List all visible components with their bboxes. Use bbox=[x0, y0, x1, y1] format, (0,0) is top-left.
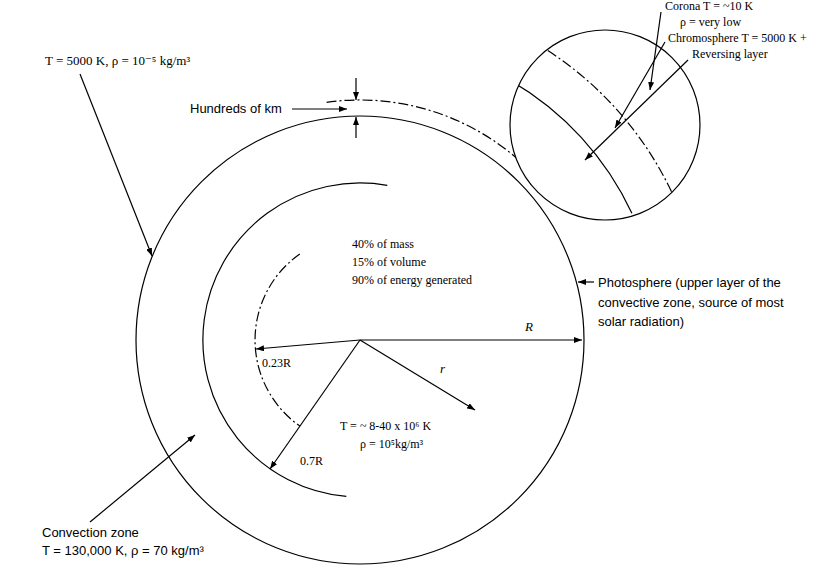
dimension-arrow bbox=[355, 78, 356, 100]
corona-boundary bbox=[533, 41, 673, 194]
zoom-circle bbox=[510, 30, 700, 220]
leader-line bbox=[90, 435, 195, 522]
core-label: 40% of mass bbox=[352, 238, 414, 252]
dimension-label: Hundreds of km bbox=[190, 102, 282, 117]
leader-line bbox=[80, 74, 152, 256]
radius-line bbox=[360, 340, 475, 410]
leader-line bbox=[292, 108, 347, 109]
leader-line bbox=[578, 281, 594, 282]
leader-line bbox=[585, 60, 688, 160]
sun-surface bbox=[136, 116, 584, 564]
photosphere-label: Photosphere (upper layer of the convecti… bbox=[598, 273, 788, 332]
surface-label: T = 5000 K, ρ = 10⁻⁵ kg/m³ bbox=[45, 54, 190, 69]
core-label: 90% of energy generated bbox=[352, 274, 472, 288]
radius-label: 0.23R bbox=[262, 357, 291, 371]
radius-line bbox=[360, 339, 582, 340]
convection-boundary bbox=[203, 183, 387, 496]
layer-label: ρ = very low bbox=[680, 16, 741, 30]
chromosphere-boundary bbox=[327, 100, 524, 165]
radius-label: R bbox=[525, 320, 533, 335]
reversing-layer-boundary bbox=[510, 80, 632, 213]
radius-label: 0.7R bbox=[300, 455, 323, 469]
core-boundary bbox=[255, 254, 300, 426]
dimension-arrow bbox=[355, 117, 356, 138]
core-label: ρ = 10⁵kg/m³ bbox=[360, 438, 423, 452]
zone-label: T = 130,000 K, ρ = 70 kg/m³ bbox=[42, 544, 204, 559]
radius-label: r bbox=[440, 362, 445, 377]
core-label: T = ~ 8-40 x 10⁶ K bbox=[340, 420, 431, 434]
layer-label: Corona T = ~10 K bbox=[665, 0, 753, 14]
zone-label: Convection zone bbox=[42, 526, 139, 541]
layer-label: Reversing layer bbox=[692, 48, 768, 62]
radius-line bbox=[256, 340, 360, 349]
leader-line bbox=[615, 42, 665, 128]
core-label: 15% of volume bbox=[352, 256, 426, 270]
layer-label: Chromosphere T = 5000 K + bbox=[668, 32, 807, 46]
